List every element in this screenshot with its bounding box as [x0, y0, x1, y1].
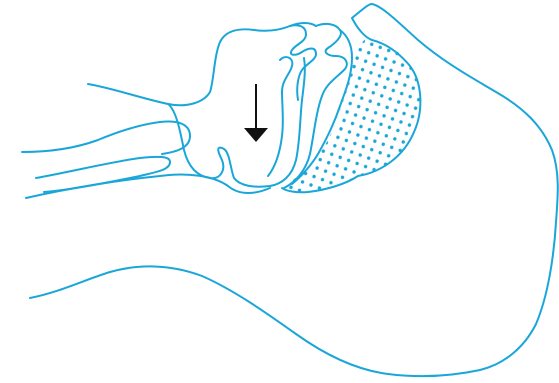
arrow-head: [244, 128, 268, 142]
oral-cavity-outline: [168, 58, 305, 187]
nasal-septum-curve: [268, 57, 292, 176]
lip-inner-outline: [36, 157, 170, 192]
down-arrow-icon: [244, 84, 268, 142]
upper-lip-outline: [22, 122, 190, 154]
